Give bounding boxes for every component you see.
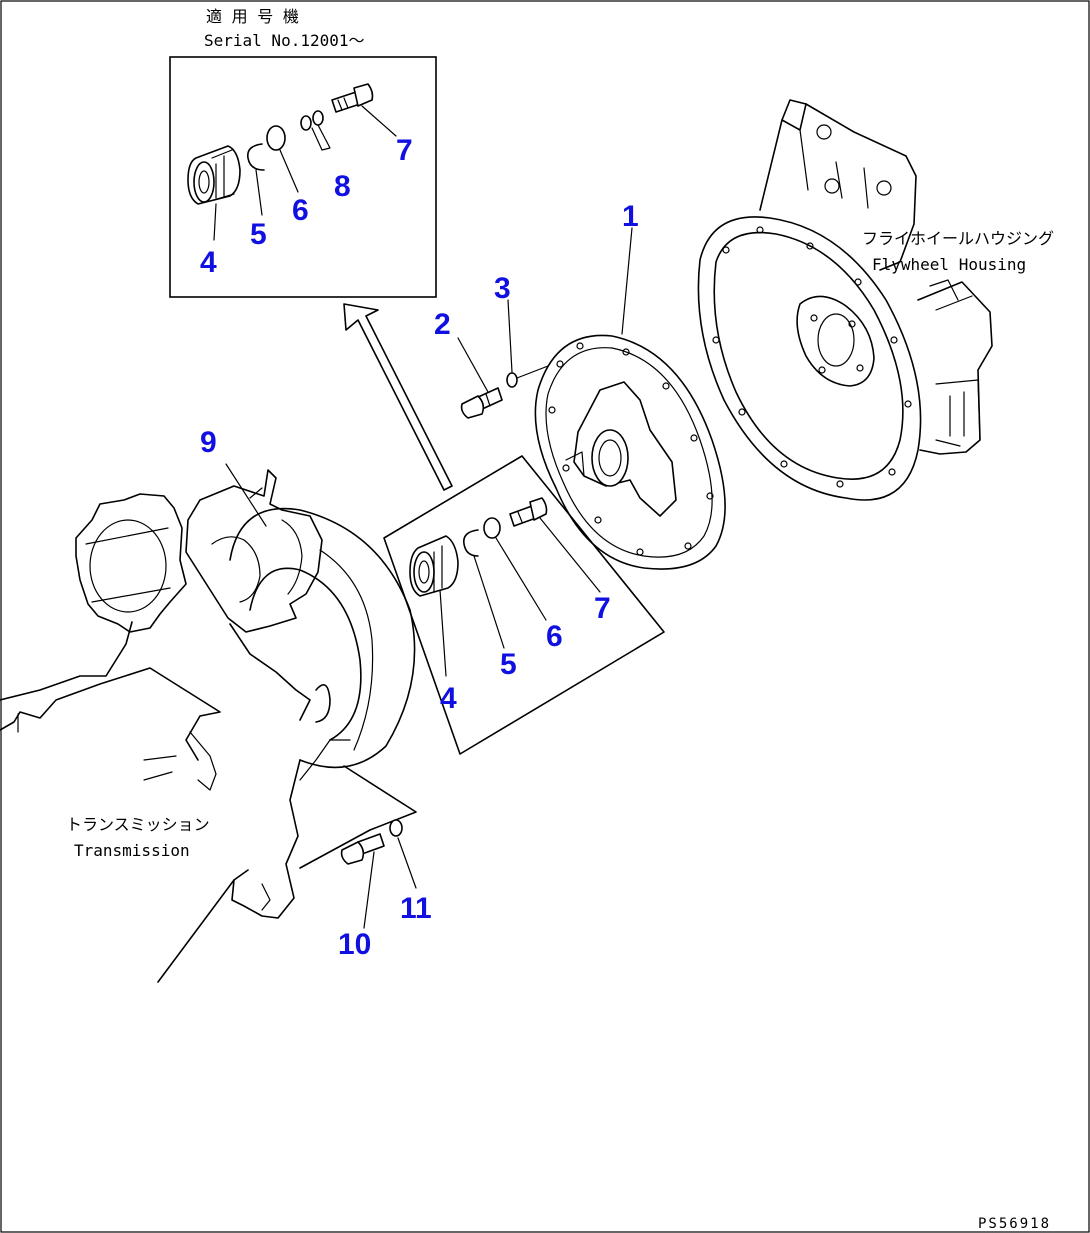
- flywheel-housing: [697, 99, 993, 501]
- leader-10: [363, 851, 375, 929]
- callout-11: 11: [400, 892, 432, 925]
- callout-6-main: 6: [546, 620, 563, 653]
- leader-1: [621, 227, 633, 335]
- inset-serial: Serial No.12001〜: [204, 31, 365, 50]
- callout-10: 10: [338, 928, 371, 961]
- drawing-number: PS56918: [978, 1216, 1051, 1232]
- flywheel-label-en: Flywheel Housing: [872, 255, 1026, 274]
- kit-outline: [383, 455, 665, 755]
- inset-arrow: [343, 303, 453, 491]
- leader-2: [457, 337, 489, 393]
- leader-7-inset: [361, 105, 397, 137]
- callout-4-inset: 4: [200, 246, 217, 279]
- leader-6: [495, 537, 547, 621]
- leader-6-inset: [279, 149, 299, 193]
- bolt-7: [509, 497, 548, 527]
- callout-7-main: 7: [594, 592, 611, 625]
- inset-group: 適 用 号 機 Serial No.12001〜: [169, 7, 437, 298]
- inset-bearing: [187, 145, 241, 205]
- leader-5-inset: [255, 169, 263, 216]
- leader-5: [473, 555, 505, 649]
- leader-4-inset: [213, 203, 217, 241]
- bearing-4: [409, 535, 459, 597]
- washer-3-axis: [516, 365, 549, 379]
- bolt-10: [340, 833, 385, 865]
- leader-4: [439, 589, 447, 677]
- callout-7-inset: 7: [396, 134, 413, 167]
- washer-3: [506, 372, 518, 388]
- pump-body: [534, 334, 726, 570]
- callouts: 1 2 3 4 5 6 7 4 5 6 7 8 9 10 11: [200, 134, 639, 961]
- transmission: [0, 469, 417, 983]
- leader-8-inset: [311, 124, 331, 151]
- leader-9: [225, 463, 267, 527]
- inset-title: 適 用 号 機: [206, 7, 299, 26]
- leader-3: [507, 299, 513, 373]
- leader-11: [397, 837, 417, 889]
- transmission-label-jp: トランスミッション: [66, 815, 210, 834]
- bolt-2: [460, 387, 503, 419]
- callout-6-inset: 6: [292, 194, 309, 227]
- pump-bolt-holes: [548, 342, 714, 556]
- washer-6: [483, 517, 501, 539]
- callout-3: 3: [494, 272, 511, 305]
- flywheel-label-jp: フライホイールハウジング: [862, 229, 1054, 248]
- inset-snap-ring: [246, 143, 265, 171]
- callout-5-inset: 5: [250, 218, 267, 251]
- washer-11: [389, 819, 403, 837]
- leader-7: [539, 517, 601, 593]
- transmission-label-en: Transmission: [74, 841, 190, 860]
- callout-4-main: 4: [440, 682, 457, 715]
- callout-9: 9: [200, 426, 217, 459]
- flywheel-bolt-holes: [712, 226, 912, 488]
- callout-5-main: 5: [500, 648, 517, 681]
- callout-2: 2: [434, 308, 451, 341]
- inset-washer: [266, 125, 286, 151]
- callout-1: 1: [622, 200, 639, 233]
- snap-ring-5: [462, 529, 479, 557]
- inset-washers-8: [300, 110, 324, 131]
- callout-8-inset: 8: [334, 170, 351, 203]
- inset-box: [169, 56, 437, 298]
- inset-bolt: [331, 83, 374, 113]
